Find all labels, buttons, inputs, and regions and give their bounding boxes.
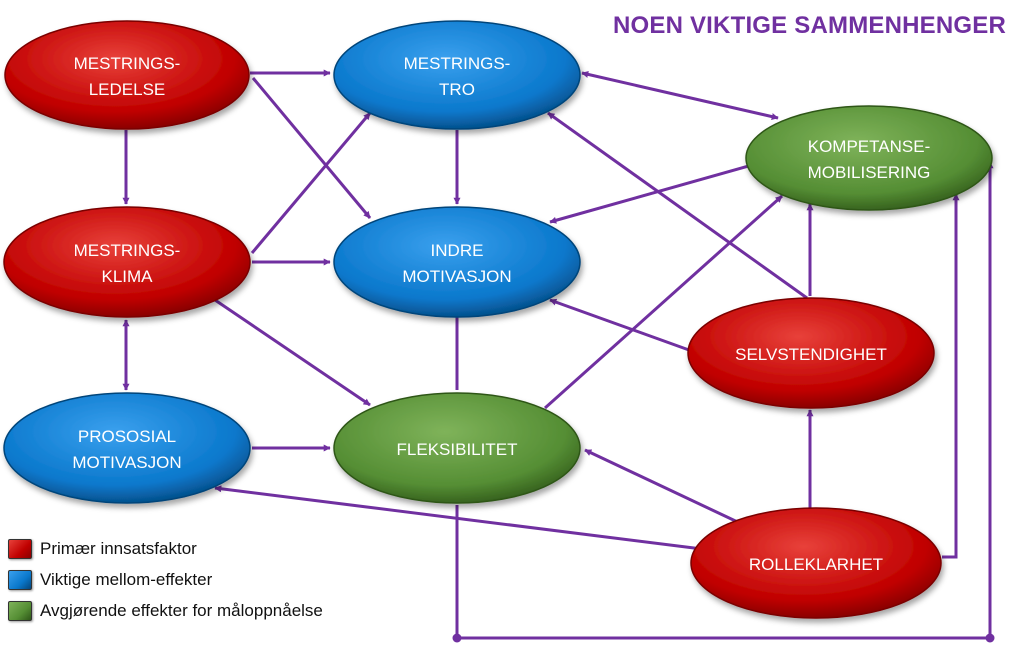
arrow-rolleklarhet-to-kompetansemobilisering: [942, 193, 960, 559]
node-label-line1: FLEKSIBILITET: [397, 440, 518, 459]
arrow-fleksibilitet-to-kompetansemobilisering-loop: [455, 161, 994, 640]
junction-dot-left: [452, 633, 462, 643]
arrow-selvstendighet-to-indre-motivasjon: [549, 298, 690, 352]
node-label-line2: MOTIVASJON: [402, 267, 511, 286]
legend-swatch-outcome: [8, 600, 32, 621]
node-label-line1: KOMPETANSE-: [808, 137, 930, 156]
node-label-line1: MESTRINGS-: [404, 54, 511, 73]
legend-label: Avgjørende effekter for måloppnåelse: [40, 600, 323, 620]
node-fleksibilitet: FLEKSIBILITET: [333, 392, 581, 504]
connector-group: [122, 69, 994, 640]
arrow-mestringsklima-to-fleksibilitet: [214, 298, 371, 407]
junction-dot-right: [985, 633, 995, 643]
arrow-fleksibilitet-to-kompetansemobilisering: [543, 194, 784, 410]
node-label-line2: KLIMA: [101, 267, 153, 286]
legend-label: Viktige mellom-effekter: [40, 569, 213, 589]
node-label-line1: MESTRINGS-: [74, 54, 181, 73]
node-label-line1: PROSOSIAL: [78, 427, 176, 446]
node-label-line2: LEDELSE: [89, 80, 166, 99]
legend-item-primary: Primær innsatsfaktor: [8, 533, 323, 564]
node-mestringstro: MESTRINGS- TRO: [333, 20, 581, 130]
legend-swatch-intermediate: [8, 569, 32, 590]
arrow-mestringstro-kompetansemobilisering: [581, 70, 779, 121]
node-label-line1: INDRE: [431, 241, 484, 260]
arrow-rolleklarhet-to-prososial-motivasjon: [214, 485, 711, 552]
arrow-indre-motivasjon-kompetansemobilisering: [549, 158, 771, 224]
node-kompetansemobilisering: KOMPETANSE- MOBILISERING: [745, 105, 993, 211]
node-label-line1: SELVSTENDIGHET: [735, 345, 887, 364]
legend-swatch-primary: [8, 538, 32, 559]
node-label-line1: ROLLEKLARHET: [749, 555, 883, 574]
legend-item-outcome: Avgjørende effekter for måloppnåelse: [8, 595, 323, 626]
node-label-line1: MESTRINGS-: [74, 241, 181, 260]
legend-label: Primær innsatsfaktor: [40, 538, 197, 558]
node-indre-motivasjon: INDRE MOTIVASJON: [333, 206, 581, 318]
arrow-selvstendighet-to-mestringstro: [547, 111, 808, 300]
legend-item-intermediate: Viktige mellom-effekter: [8, 564, 323, 595]
page-title: NOEN VIKTIGE SAMMENHENGER: [612, 12, 1006, 39]
arrow-mestringsklima-to-mestringstro: [250, 112, 372, 254]
node-selvstendighet: SELVSTENDIGHET: [687, 297, 935, 409]
node-mestringsklima: MESTRINGS- KLIMA: [3, 206, 251, 318]
node-label-line2: MOTIVASJON: [72, 453, 181, 472]
node-prososial-motivasjon: PROSOSIAL MOTIVASJON: [3, 392, 251, 504]
node-label-line2: TRO: [439, 80, 475, 99]
arrow-mestringsledelse-to-indre-motivasjon: [251, 77, 372, 219]
node-rolleklarhet: ROLLEKLARHET: [690, 507, 942, 619]
node-label-line2: MOBILISERING: [808, 163, 931, 182]
node-mestringsledelse: MESTRINGS- LEDELSE: [4, 20, 250, 130]
arrow-rolleklarhet-to-fleksibilitet: [584, 448, 745, 527]
legend: Primær innsatsfaktor Viktige mellom-effe…: [8, 533, 323, 626]
